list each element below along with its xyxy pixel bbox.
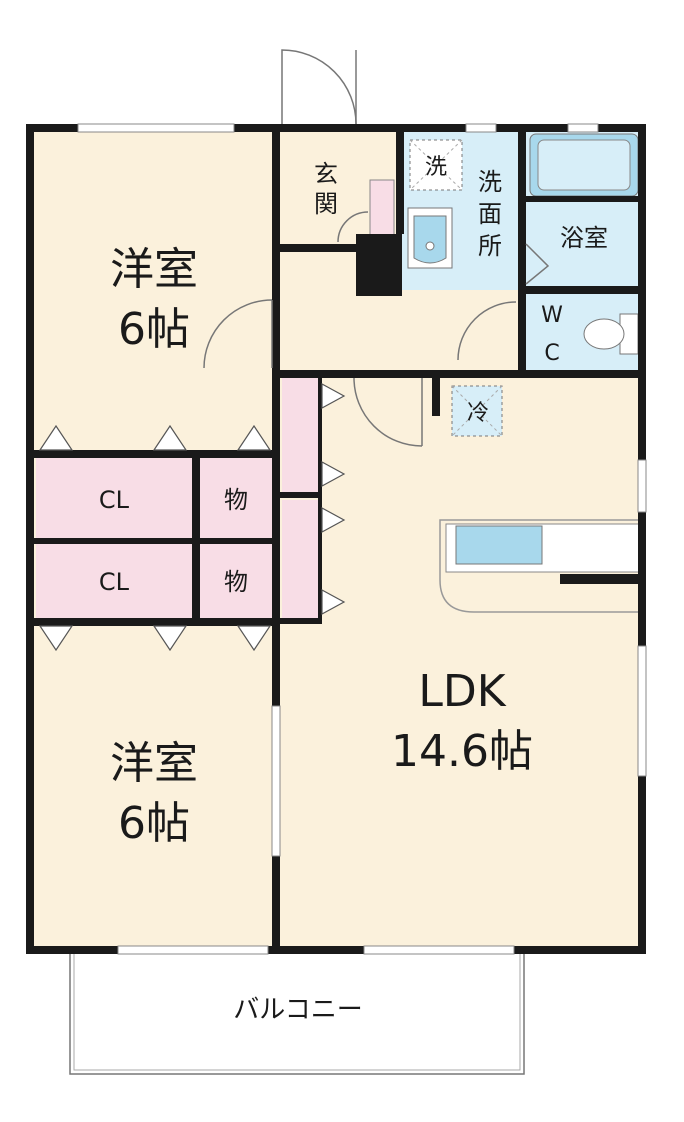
wc-label-2: C — [544, 341, 559, 366]
corridor-floor — [278, 290, 524, 376]
kitchen-wall — [560, 574, 642, 584]
closet-lower — [36, 542, 196, 620]
ldk-floor — [278, 376, 642, 946]
closet-label-upper: CL — [99, 486, 130, 514]
washroom-label-2: 面 — [478, 200, 502, 228]
closet-label-lower: CL — [99, 568, 130, 596]
kitchen-sink — [455, 525, 543, 565]
bathtub-inner — [537, 139, 631, 191]
room-label-western-lower: 洋室 — [110, 738, 198, 789]
shoe-box — [369, 179, 395, 243]
room-label-ldk: LDK — [418, 666, 506, 717]
toilet-bowl — [583, 318, 625, 350]
storage-label-upper: 物 — [224, 486, 248, 514]
wc-label-1: W — [541, 303, 563, 328]
balcony-area — [69, 945, 525, 1075]
storage-upper — [200, 454, 272, 538]
entrance-label-2: 関 — [314, 190, 338, 218]
ldk-storage-upper — [282, 378, 318, 494]
storage-label-lower: 物 — [224, 568, 248, 596]
fridge-space — [451, 385, 503, 437]
room-size-ldk: 14.6帖 — [391, 726, 533, 777]
room-size-western-lower: 6帖 — [118, 798, 190, 849]
basin-drain-icon — [425, 241, 435, 251]
balcony-label: バルコニー — [233, 995, 362, 1025]
basin-bowl — [413, 215, 447, 264]
door-swings — [203, 49, 550, 447]
room-label-western-upper: 洋室 — [110, 244, 198, 295]
entrance-label-1: 玄 — [314, 160, 338, 188]
ldk-storage-lower — [282, 500, 318, 620]
bath-label: 浴室 — [560, 224, 608, 252]
closet-door-markers — [38, 382, 346, 652]
room-size-western-upper: 6帖 — [118, 304, 190, 355]
fridge-mark: 冷 — [467, 401, 489, 426]
washer-mark: 洗 — [425, 155, 447, 180]
washroom-label-3: 所 — [478, 232, 502, 260]
walls — [26, 124, 646, 954]
windows — [77, 123, 647, 955]
washroom-label-1: 洗 — [478, 168, 502, 196]
closet-upper — [36, 454, 196, 538]
storage-lower — [200, 542, 272, 620]
